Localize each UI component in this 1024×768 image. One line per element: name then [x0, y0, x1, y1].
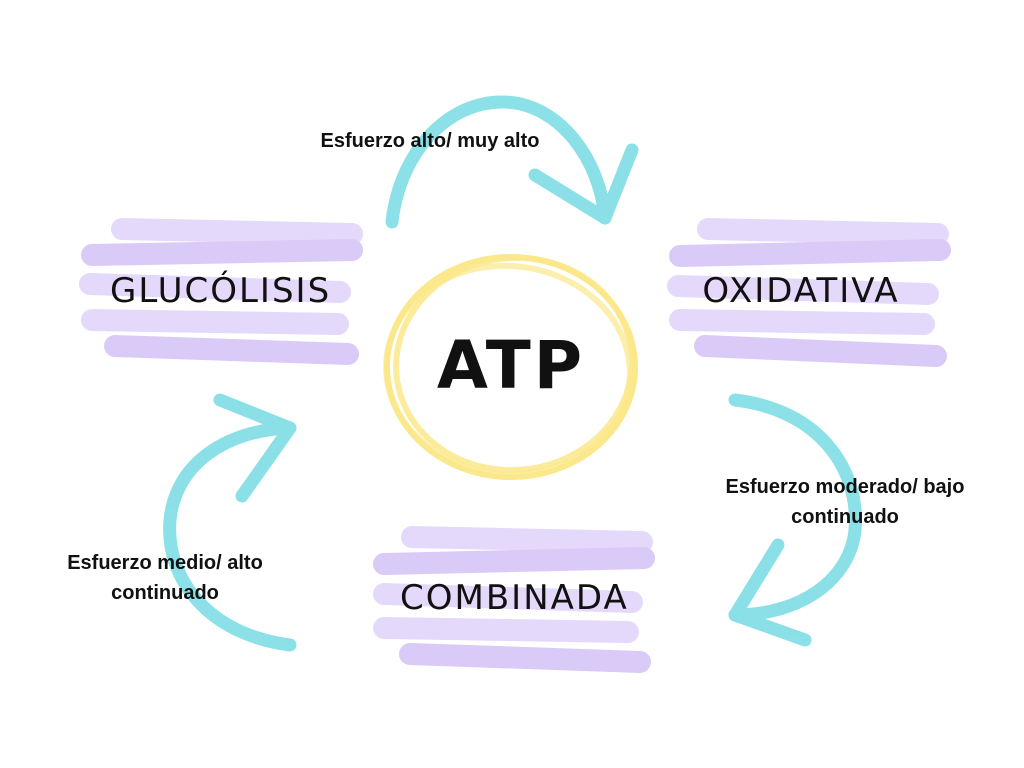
node-combinada-label: COMBINADA [400, 578, 629, 618]
arrow-top [385, 95, 639, 229]
glucolisis-highlight [79, 218, 363, 365]
arrow-left-label: Esfuerzo medio/ alto continuado [45, 548, 285, 608]
arrow-top-label: Esfuerzo alto/ muy alto [320, 130, 540, 152]
arrow-right-label-line2: continuado [791, 506, 899, 528]
arrow-right [728, 393, 862, 647]
arrow-right-label-line1: Esfuerzo moderado/ bajo [725, 476, 965, 498]
node-oxidativa-label: OXIDATIVA [702, 271, 900, 311]
arrow-left-label-line1: Esfuerzo medio/ alto [67, 552, 263, 574]
oxidativa-highlight [667, 218, 951, 367]
arrow-right-label: Esfuerzo moderado/ bajo continuado [700, 472, 990, 532]
arrow-left [163, 393, 297, 652]
combinada-highlight [373, 526, 655, 673]
arrow-left-label-line2: continuado [111, 582, 219, 604]
center-atp-label: ATP [436, 327, 586, 404]
atp-circle [383, 254, 638, 480]
node-glucolisis-label: GLUCÓLISIS [110, 271, 332, 311]
